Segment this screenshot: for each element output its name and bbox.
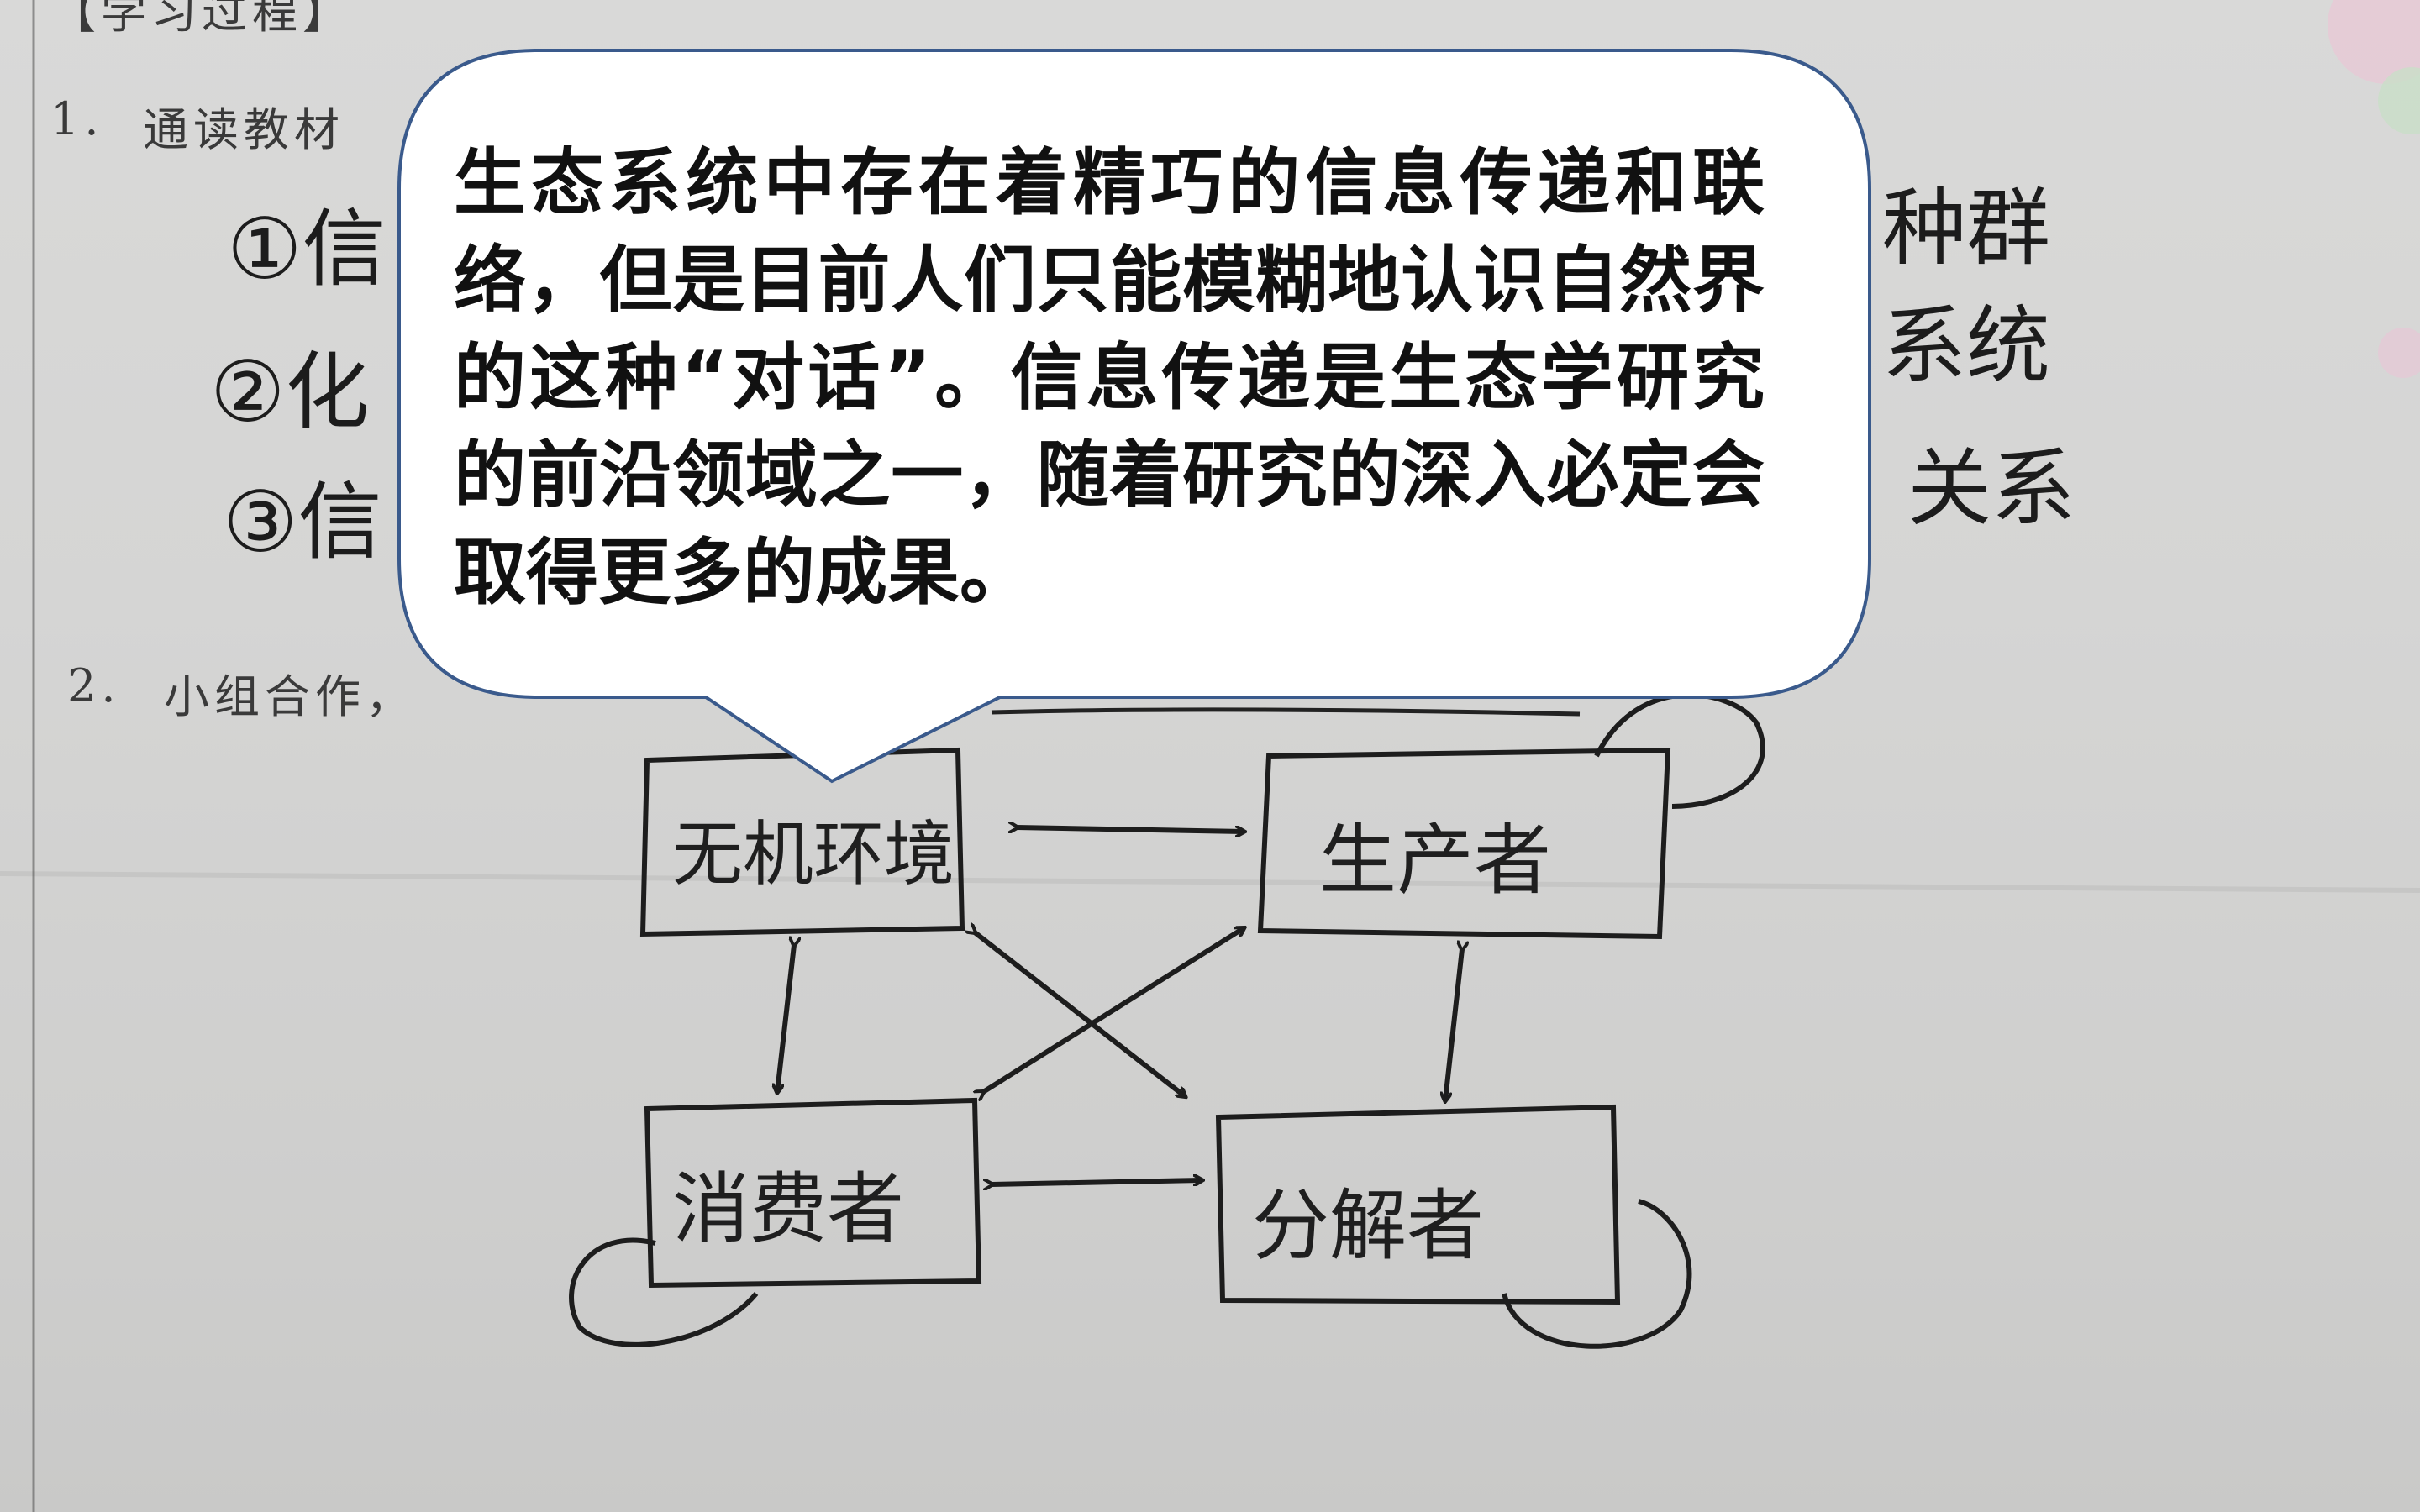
handwritten-right-3: 关系 bbox=[1907, 439, 2075, 538]
item1-text: 通读教材 bbox=[143, 103, 345, 156]
handwritten-line-1: ①信 bbox=[227, 200, 387, 298]
section-header: 【学习过程】 bbox=[50, 0, 353, 39]
callout-text: 生态系统中存在着精巧的信息传递和联络，但是目前人们只能模糊地认识自然界的这种“对… bbox=[454, 141, 1765, 615]
box-consumer bbox=[644, 1097, 982, 1289]
item2-number: 2. bbox=[67, 659, 121, 712]
item1-number: 1. bbox=[50, 92, 104, 145]
label-abiotic: 无机环境 bbox=[672, 813, 955, 895]
handwritten-line-2: ②化 bbox=[210, 343, 370, 441]
box-decomposer bbox=[1215, 1104, 1621, 1305]
item2-text: 小组合作， bbox=[164, 670, 416, 723]
handwritten-right-2: 系统 bbox=[1882, 297, 2050, 395]
label-decomposer: 分解者 bbox=[1252, 1181, 1485, 1271]
label-consumer: 消费者 bbox=[672, 1164, 905, 1254]
handwritten-right-1: 种群 bbox=[1882, 179, 2050, 277]
handwritten-line-3: ③信 bbox=[223, 473, 382, 571]
label-producer: 生产者 bbox=[1319, 816, 1552, 906]
